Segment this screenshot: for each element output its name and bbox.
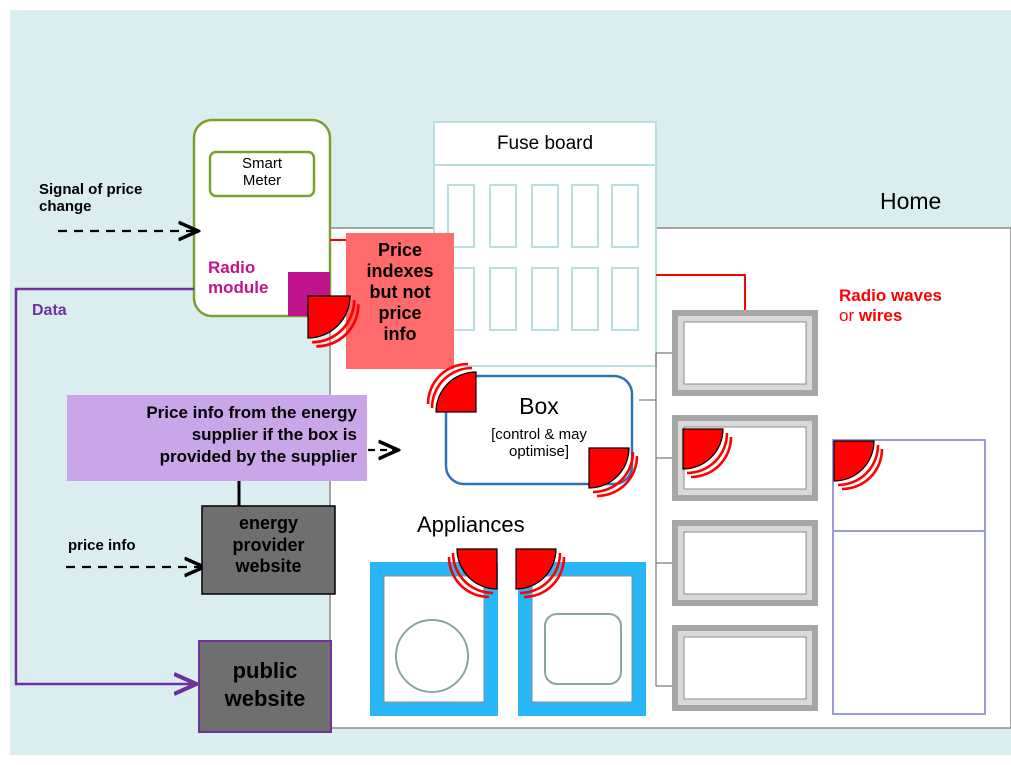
price-indexes-box (346, 233, 454, 369)
energy-provider-line1: energy (238, 513, 299, 533)
wire-fuse-appliance (656, 274, 746, 312)
radio-module-label: Radio module (208, 258, 268, 297)
fuse-board-label: Fuse board (496, 133, 594, 154)
price-indexes-line1: Price (377, 240, 423, 260)
smart-meter-display (208, 150, 316, 198)
supplier-note-line1: Price info from the energy (146, 403, 357, 422)
data-label: Data (32, 302, 67, 319)
energy-provider-line3: website (235, 556, 302, 577)
box-subtitle-line2: optimise] (508, 443, 570, 461)
smart-meter-label-line1: Smart (241, 155, 282, 172)
price-indexes-label: Price indexes but not price info (346, 240, 454, 345)
supplier-note-line3: provided by the supplier (159, 447, 357, 467)
price-info-label: price info (68, 537, 136, 554)
public-website-line2: website (224, 685, 306, 711)
appliances-label: Appliances (417, 512, 525, 537)
public-website-line1: public (232, 658, 298, 683)
public-website-box (198, 640, 332, 733)
appliance-column (672, 310, 818, 711)
signal-label: Signal of price change (39, 181, 142, 216)
wires-label: wires (858, 305, 903, 325)
price-indexes-line3: but not (369, 282, 431, 303)
radio-waves-label: Radio waves (839, 286, 942, 305)
energy-provider-line2: provider (232, 534, 305, 555)
smart-meter-label-line2: Meter (242, 172, 282, 190)
box-subtitle: [control & may optimise] (446, 426, 632, 461)
washing-machine (370, 562, 498, 716)
home-label: Home (880, 188, 942, 214)
or-label: or (839, 305, 855, 325)
appliance-connectors (639, 352, 672, 687)
box-subtitle-line1: [control & may (491, 426, 587, 443)
control-box (444, 374, 634, 486)
radio-module-label-line1: Radio (208, 258, 256, 277)
radio-waves-or-wires-label: Radio waves or wires (839, 286, 942, 325)
radio-module-label-line2: module (208, 277, 269, 297)
box-title: Box (519, 393, 559, 419)
price-indexes-line5: info (383, 324, 417, 345)
supplier-note-line2: supplier if the box is (191, 425, 357, 445)
energy-provider-label: energy provider website (202, 513, 335, 578)
dryer (518, 562, 646, 716)
price-indexes-line4: price (378, 303, 422, 324)
public-website-label: public website (199, 657, 331, 712)
energy-provider-box (201, 505, 336, 595)
supplier-note-box (67, 395, 367, 481)
price-indexes-line2: indexes (366, 261, 434, 282)
fuse-board (433, 121, 657, 367)
signal-label-line2: change (39, 198, 92, 216)
signal-label-line1: Signal of price (39, 181, 143, 198)
smart-meter-label: Smart Meter (210, 155, 314, 190)
data-line (14, 287, 194, 684)
supplier-note-label: Price info from the energy supplier if t… (67, 402, 357, 468)
